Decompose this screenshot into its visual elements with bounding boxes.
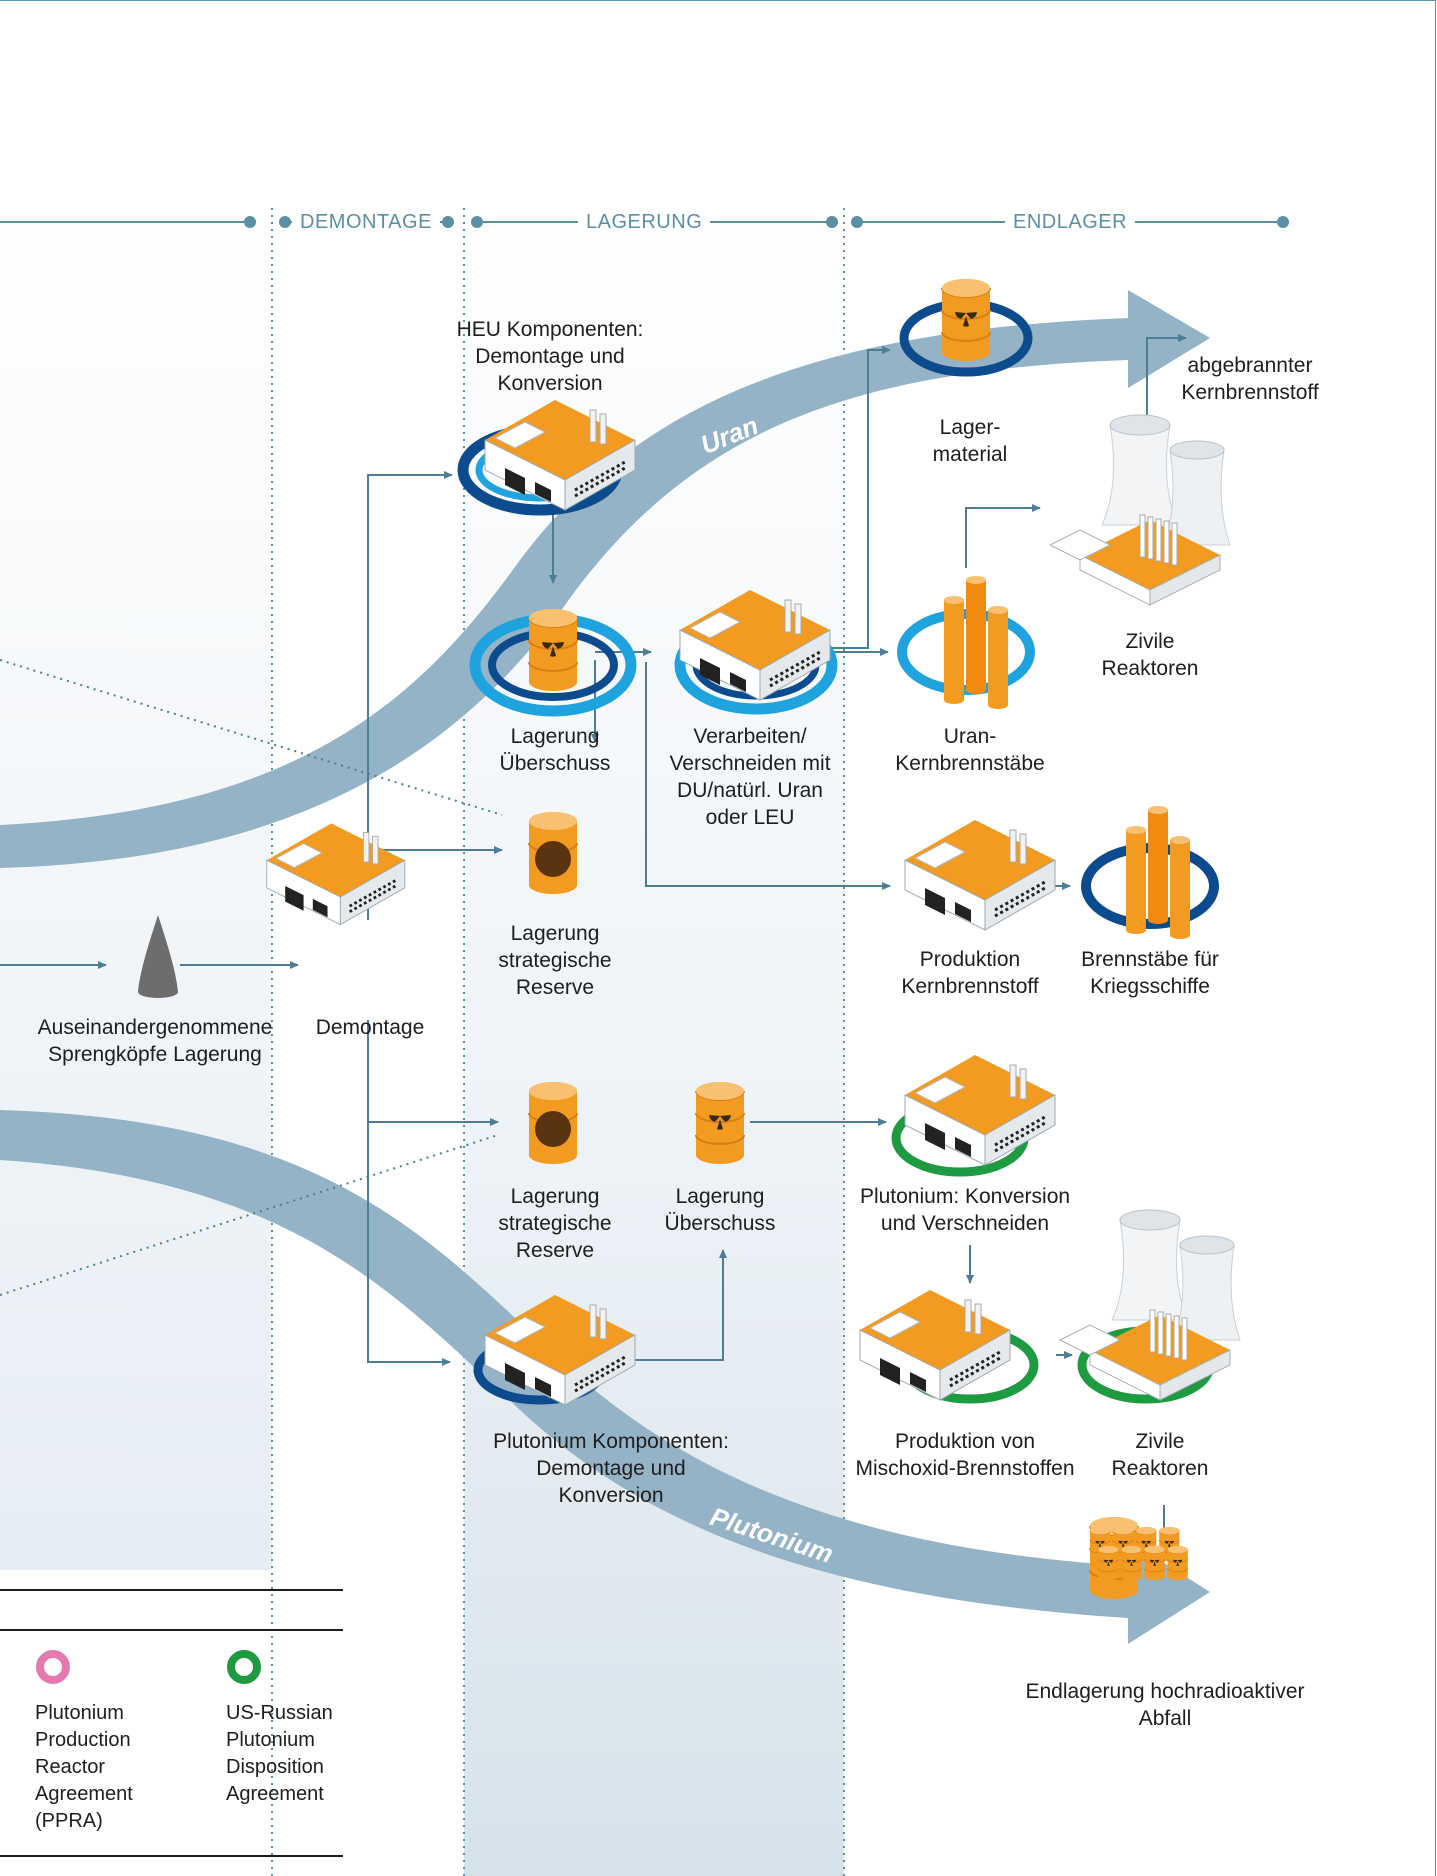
warhead-icon	[138, 915, 178, 998]
civil-reactors-top-label: Zivile Reaktoren	[1101, 630, 1199, 680]
storage-surplus-plutonium-label: Lagerung Überschuss	[664, 1185, 776, 1235]
legend-green-ring	[227, 1650, 261, 1684]
fuel-production-factory-icon	[903, 818, 1057, 932]
naval-fuel-rods-icon	[1126, 806, 1190, 939]
header-endlager: ENDLAGER	[1005, 210, 1136, 234]
strategic-reserve-plutonium-label: Lagerung strategische Reserve	[498, 1185, 612, 1262]
pu-conversion-label: Plutonium: Konversion und Verschneiden	[859, 1185, 1071, 1235]
legend-pink-ring	[36, 1650, 70, 1684]
dismantling-label: Demontage	[315, 1016, 425, 1039]
mox-production-label: Produktion von Mischoxid-Brennstoffen	[855, 1430, 1075, 1480]
plutonium-flow-arrow	[0, 1110, 1210, 1644]
civil-reactors-bottom-label: Zivile Reaktoren	[1111, 1430, 1209, 1480]
strategic-reserve-u-barrel-icon	[528, 811, 578, 895]
naval-fuel-label: Brennstäbe für Kriegsschiffe	[1081, 948, 1219, 998]
mox-factory-icon	[858, 1288, 1012, 1402]
civil-reactor-top-icon	[1049, 414, 1231, 606]
surplus-uranium-barrel-icon	[528, 608, 578, 692]
legend-ppra-label: Plutonium Production Reactor Agreement (…	[35, 1702, 133, 1832]
dismantled-warheads-label: Auseinandergenommene Sprengköpfe Lagerun…	[37, 1016, 273, 1066]
final-storage-label: Endlagerung hochradioaktiver Abfall	[1025, 1680, 1305, 1730]
legend-rules	[0, 1589, 343, 1857]
heu-components-label: HEU Komponenten: Demontage und Konversio…	[456, 318, 644, 395]
storage-material-barrel-icon	[941, 278, 991, 362]
uranium-fuel-rods-icon	[944, 576, 1008, 709]
dismantled-zone-background	[0, 200, 272, 1570]
connector-arrows	[0, 334, 1187, 1546]
surplus-plutonium-barrel-icon	[695, 1081, 745, 1165]
blending-label: Verarbeiten/ Verschneiden mit DU/natürl.…	[669, 725, 831, 829]
legend-disposition-label: US-Russian Plutonium Disposition Agreeme…	[226, 1702, 333, 1805]
strategic-reserve-pu-barrel-icon	[528, 1081, 578, 1165]
pu-conversion-factory-icon	[903, 1053, 1057, 1167]
column-separators	[271, 208, 845, 1876]
strategic-reserve-uranium-label: Lagerung strategische Reserve	[498, 922, 612, 999]
storage-surplus-uranium-label: Lagerung Überschuss	[499, 725, 611, 775]
header-demontage: DEMONTAGE	[292, 210, 440, 234]
spent-fuel-label: abgebrannter Kernbrennstoff	[1181, 354, 1319, 404]
pu-components-label: Plutonium Komponenten: Demontage und Kon…	[493, 1430, 729, 1507]
dotted-links	[0, 659, 503, 1296]
lagermaterial-label: Lager- material	[932, 416, 1008, 466]
waste-barrel-cluster	[1089, 1526, 1189, 1581]
fuel-production-label: Produktion Kernbrennstoff	[901, 948, 1039, 998]
uranium-fuel-rods-label: Uran- Kernbrennstäbe	[895, 725, 1045, 775]
uranium-flow-arrow	[0, 290, 1210, 868]
header-lagerung: LAGERUNG	[578, 210, 711, 234]
dismantling-factory-icon	[265, 822, 407, 926]
